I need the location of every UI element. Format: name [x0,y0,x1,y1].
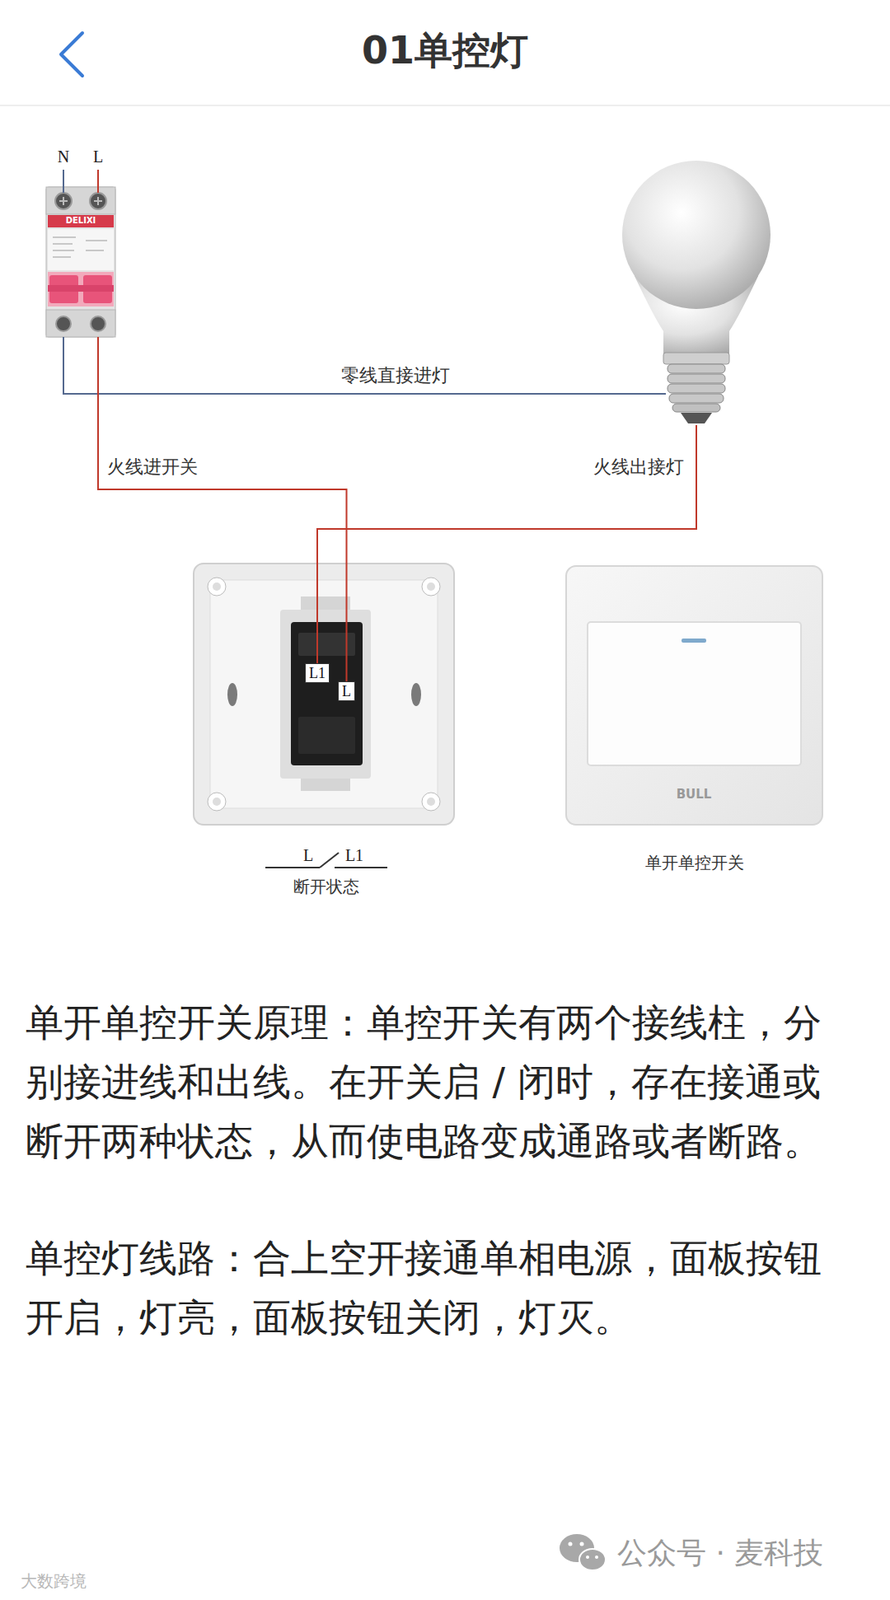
switch-back-drawing-part [207,792,226,811]
switch-front-drawing-part [587,622,801,766]
paragraph: 单控灯线路：合上空开接通单相电源，面板按钮开启，灯亮，面板按钮关闭，灯灭。 [25,1228,854,1348]
breaker-drawing-part [52,237,108,258]
breaker-drawing-part [62,169,65,193]
terminal-label: L1 [309,665,326,682]
switch-back-drawing-part [193,563,455,825]
wire [317,425,697,664]
breaker-drawing-part [47,285,114,292]
bulb-drawing-part [663,352,730,365]
bulb-drawing-part [667,364,726,374]
wire [98,337,347,682]
watermark: 公众号 · 麦科技 [617,1536,824,1571]
terminal-box: L [337,681,356,702]
wire-label: 火线进开关 [105,456,200,478]
switch-back-drawing-part [411,683,422,707]
header-part [60,32,83,76]
switch-back-drawing-part [426,582,436,591]
state-caption: 断开状态 [293,876,360,897]
switch-back-drawing-part [300,777,351,792]
wechat-icon-part [559,1534,595,1563]
terminal-label: L [93,146,104,167]
breaker-drawing-part [46,187,116,215]
breaker-drawing-part [59,196,103,206]
breaker-drawing-part [90,316,106,332]
switch-back-drawing-part [290,622,363,766]
brand-label: BULL [676,786,712,802]
switch-symbol-part [334,866,388,869]
bulb-drawing-part [622,160,771,310]
terminal-label: N [57,146,70,167]
breaker-drawing-part [47,229,114,271]
switch-front-drawing [566,566,823,825]
header-part [0,104,890,107]
contact-label: L1 [345,845,364,866]
brand-label: DELIXI [65,215,97,226]
switch-back-drawing-part [210,580,438,809]
switch-back-drawing-part [421,792,441,811]
breaker-drawing-part [47,215,114,228]
switch-back: L1L [193,563,455,825]
wechat-icon-part [579,1549,606,1571]
breaker-drawing-part [97,169,99,193]
switch-back-drawing-part [280,609,371,779]
bulb-drawing-part [680,412,712,424]
switch-back-drawing-part [298,716,356,755]
bulb-drawing-part [667,384,726,394]
breaker-drawing-part [47,271,114,307]
wire [63,337,666,394]
bulb-drawing-part [667,374,726,384]
switch-front-drawing-part [681,638,707,643]
circuit-breaker: N L DELIXI [41,146,121,338]
wechat-icon-part [580,1542,585,1547]
wechat-icon-part [568,1542,573,1547]
contact-label: L [303,845,314,866]
bulb-drawing-part [669,393,724,403]
breaker-drawing-part [46,309,116,338]
terminal-box: L1 [304,663,330,684]
switch-back-drawing [193,563,455,825]
switch-symbol-part [319,852,339,868]
switch-back-drawing-part [426,797,436,806]
switch-front: BULL单开单控开关 [566,566,823,825]
breaker-drawing-part [46,187,116,338]
paragraph: 单开单控开关原理：单控开关有两个接线柱，分别接进线和出线。在开关启 / 闭时，存… [25,993,854,1172]
wechat-icon-part [585,1555,590,1560]
bulb-drawing [622,160,771,424]
page-title: 01单控灯 [361,28,529,74]
wechat-icon-part [594,1555,599,1560]
bulb-drawing-part [672,403,721,413]
wechat-icon [559,1534,606,1571]
switch-back-drawing-part [212,582,221,591]
breaker-drawing-part [56,316,71,332]
switch-back-drawing-part [421,577,441,596]
switch-caption: 单开单控开关 [645,852,745,873]
watermark: 大数跨境 [20,1571,87,1592]
light-bulb [665,362,727,426]
switch-back-drawing-part [227,683,238,707]
wire-label: 零线直接进灯 [339,365,452,387]
switch-front-drawing-part [566,566,823,825]
switch-back-drawing-part [300,596,351,610]
breaker-drawing [46,169,116,338]
wire-label: 火线出接灯 [591,456,686,478]
switch-symbol-part [265,866,320,869]
switch-back-drawing-part [212,797,221,806]
switch-back-drawing-part [207,577,226,596]
switch-symbol [265,852,388,868]
terminal-label: L [341,683,352,700]
